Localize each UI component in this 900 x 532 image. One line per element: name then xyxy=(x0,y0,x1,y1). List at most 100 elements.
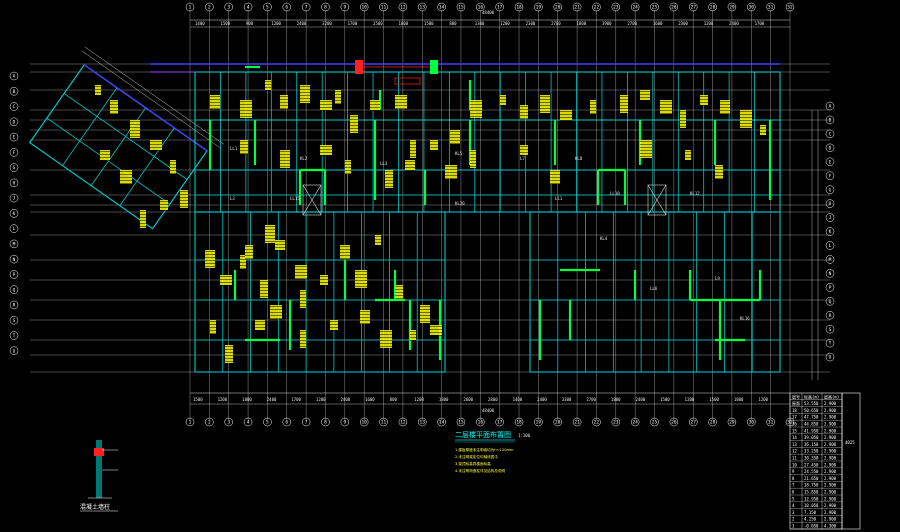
axis-bubble xyxy=(825,227,835,236)
top-dimension-label: 1600 xyxy=(653,21,663,26)
axis-bubble xyxy=(592,417,601,427)
axis-bubble-label: 14 xyxy=(439,420,445,426)
lower-right-beam-grid xyxy=(529,212,781,372)
axis-bubble-label: 17 xyxy=(497,420,503,426)
table-cell: 2.900 xyxy=(824,408,837,413)
axis-bubble-label: S xyxy=(13,318,16,324)
rebar-tag-block xyxy=(300,330,306,348)
axis-bubble-label: 26 xyxy=(671,420,677,426)
axis-bubble-label: 13 xyxy=(420,5,426,11)
rebar-tag-block xyxy=(500,95,506,105)
bottom-dimension-label: 3300 xyxy=(562,397,572,402)
table-cell: 10.050 xyxy=(804,503,819,508)
axis-bubble-label: 6 xyxy=(285,420,288,426)
table-cell: 2.900 xyxy=(824,510,837,515)
axis-bubble xyxy=(630,2,640,12)
table-cell: 7.150 xyxy=(804,510,817,515)
axis-bubble-label: E xyxy=(13,135,16,141)
table-cell: 10 xyxy=(792,462,797,467)
rebar-tag-block xyxy=(430,325,442,335)
top-dimension-label: 1700 xyxy=(348,21,358,26)
axis-bubble-label: 18 xyxy=(516,420,522,426)
table-cell: 2 xyxy=(792,517,795,522)
table-cell: -0.050 xyxy=(804,524,819,529)
top-dimension-label: 1700 xyxy=(755,21,765,26)
axis-bubble-label: 23 xyxy=(613,420,619,426)
axis-bubble xyxy=(9,102,19,111)
rebar-tag-block xyxy=(130,120,140,138)
rebar-tag-block xyxy=(395,95,407,109)
axis-bubble-label: H xyxy=(829,201,832,207)
axis-bubble xyxy=(9,87,19,96)
axis-bubble xyxy=(825,115,835,125)
axis-bubble-label: 27 xyxy=(691,5,697,11)
axis-bubble-label: 29 xyxy=(729,5,735,11)
rebar-tag-block xyxy=(350,115,358,133)
axis-bubble xyxy=(9,132,19,142)
rebar-tag-block xyxy=(320,145,332,155)
rebar-tag-block xyxy=(540,95,550,113)
top-dimension-label: 2300 xyxy=(678,21,688,26)
rebar-tag-block xyxy=(520,145,528,155)
axis-bubble-label: S xyxy=(829,327,832,333)
axis-bubble-label: P xyxy=(829,285,832,291)
rebar-tag-block xyxy=(320,100,332,110)
bottom-dimension-label: 800 xyxy=(390,397,398,402)
axis-bubble xyxy=(9,163,19,172)
axis-bubble xyxy=(825,171,835,180)
axis-bubble xyxy=(669,417,679,427)
axis-bubble-label: 1 xyxy=(189,5,192,11)
top-dimension-label: 2400 xyxy=(297,21,307,26)
axis-bubble-label: J xyxy=(829,215,832,221)
axis-bubble xyxy=(9,254,19,264)
axis-bubble xyxy=(727,2,737,12)
top-total-dimension: 48400 xyxy=(482,10,495,15)
axis-bubble xyxy=(9,270,19,279)
axis-bubble-label: 9 xyxy=(343,5,346,11)
axis-bubble xyxy=(514,2,524,12)
rebar-tag-block xyxy=(270,305,282,319)
axis-bubble-label: B xyxy=(13,89,16,95)
axis-bubble xyxy=(418,417,427,427)
axis-bubble xyxy=(321,2,330,12)
table-cell: 50.650 xyxy=(804,408,819,413)
axis-bubble xyxy=(476,417,485,427)
axis-bubble-label: 4 xyxy=(247,5,250,11)
axis-bubble-label: 25 xyxy=(652,420,658,426)
axis-bubble-label: A xyxy=(13,74,16,80)
table-cell: 7 xyxy=(792,483,795,488)
axis-bubble xyxy=(185,417,195,427)
axis-bubble xyxy=(669,2,679,12)
axis-bubble-label: 22 xyxy=(594,420,600,426)
table-cell: 44.850 xyxy=(804,422,819,427)
axis-bubble xyxy=(263,2,272,12)
beam-label: KL12 xyxy=(690,191,700,196)
axis-bubble-label: G xyxy=(829,187,832,193)
rebar-tag-block xyxy=(210,320,216,334)
table-cell: 11 xyxy=(792,456,797,461)
axis-bubble-label: 24 xyxy=(632,5,638,11)
rebar-tag-block xyxy=(430,140,438,150)
beam-label: L7 xyxy=(520,156,525,161)
table-cell: 15.850 xyxy=(804,490,819,495)
rebar-tag-block xyxy=(405,160,415,170)
axis-bubble-label: 20 xyxy=(555,5,561,11)
axis-bubble xyxy=(825,101,835,111)
axis-bubble-label: 31 xyxy=(768,420,774,426)
axis-bubble xyxy=(572,2,582,12)
axis-bubble xyxy=(708,417,717,427)
axis-bubble xyxy=(9,346,19,355)
top-dimension-label: 2700 xyxy=(551,21,561,26)
rebar-tag-block xyxy=(720,100,730,114)
top-dimension-label: 1800 xyxy=(577,21,587,26)
axis-bubble-label: U xyxy=(829,355,832,361)
axis-bubble-label: C xyxy=(829,131,832,137)
axis-bubble xyxy=(185,2,195,12)
beam-label: KL5 xyxy=(455,151,463,156)
beam-label: LL15 xyxy=(290,196,300,201)
table-cell: 9 xyxy=(792,469,795,474)
rebar-tag-block xyxy=(180,190,188,208)
